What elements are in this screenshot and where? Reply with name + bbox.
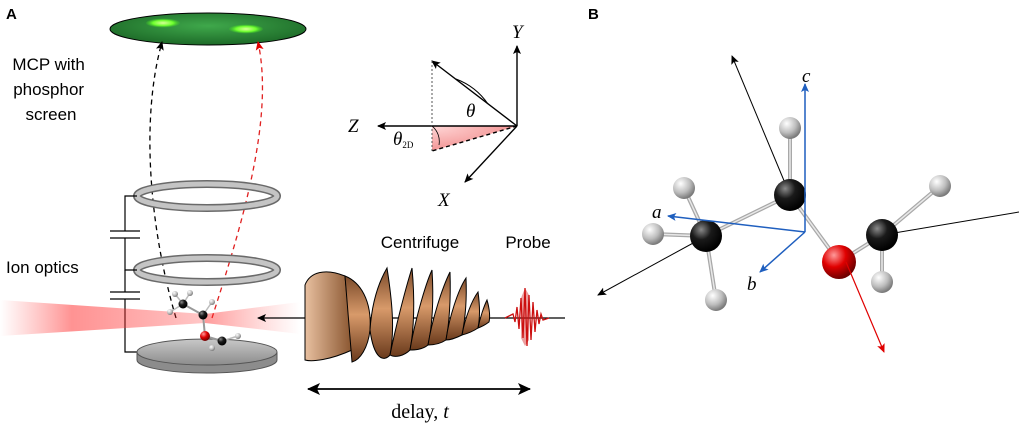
molecular-frame-axes <box>667 83 809 273</box>
hydrogen-atoms <box>642 117 951 311</box>
dipole-arrow <box>845 261 885 353</box>
axis-b-label: b <box>747 274 757 295</box>
ion-hit-spot <box>146 18 180 28</box>
ion-optics-label: Ion optics <box>6 258 79 277</box>
ion-trajectory-black <box>149 41 177 319</box>
repeller-plate <box>136 338 278 374</box>
inertial-axes <box>597 55 1019 296</box>
theta-2d-label: θ2D <box>393 129 414 150</box>
ion-hit-spot <box>229 24 263 34</box>
oxygen-atom <box>822 245 856 279</box>
ion-optics-ring-middle <box>133 254 281 286</box>
molecule-small <box>167 290 241 351</box>
laser-beam-left <box>0 300 205 336</box>
theta-label: θ <box>466 101 475 122</box>
axis-a-label: a <box>652 202 662 223</box>
ion-optics-ring-top <box>133 180 281 212</box>
delay-label: delay, t <box>391 401 449 423</box>
centrifuge-pulse <box>304 266 491 363</box>
lab-coordinate-system <box>377 45 521 183</box>
laser-beam-right <box>205 302 300 334</box>
centrifuge-label: Centrifuge <box>381 233 459 252</box>
mcp-detector <box>109 12 307 46</box>
axis-x-label: X <box>437 190 451 211</box>
carbon-atoms <box>690 179 898 252</box>
panel-b-label: B <box>588 6 599 23</box>
axis-c-label: c <box>802 66 811 87</box>
panel-a-label: A <box>6 6 17 23</box>
mcp-label: MCP with phosphor screen <box>12 55 89 124</box>
axis-z-label: Z <box>348 116 359 137</box>
probe-label: Probe <box>505 233 550 252</box>
axis-y-label: Y <box>512 22 525 43</box>
probe-pulse <box>504 287 550 347</box>
